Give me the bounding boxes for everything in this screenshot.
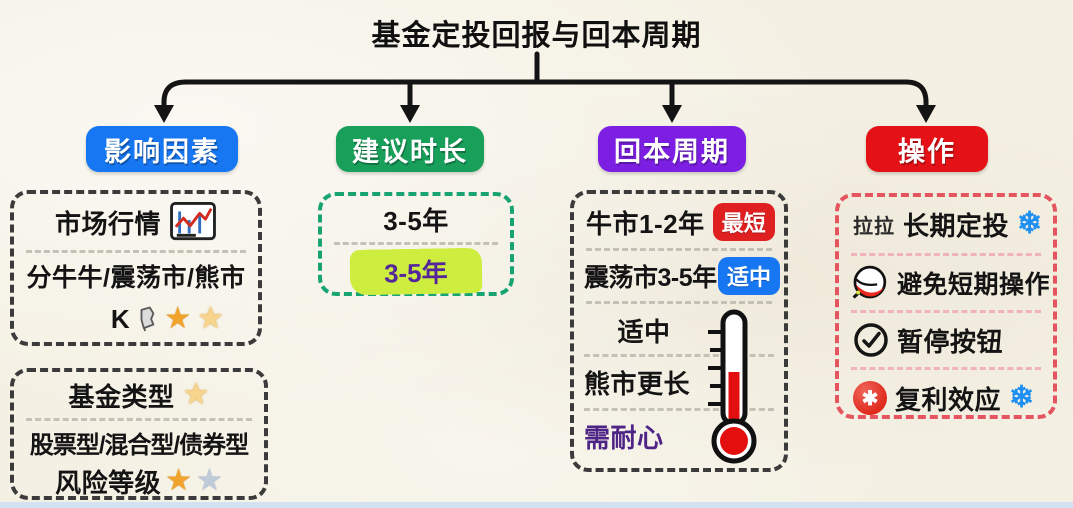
moderate-label: 适中 [617,317,671,347]
star-icon: ★ [165,464,192,497]
market-row: 市场行情 [14,196,258,248]
check-circle-icon [854,323,888,357]
kline-hand-icon [140,306,155,332]
star-icon: ★ [164,302,192,335]
action-pause-row: 暂停按钮 [839,315,1053,365]
payback-bull-row: 牛市1-2年 最短 [574,198,784,246]
branch-header-factors-label: 影响因素 [104,136,220,167]
bear-row: 熊市更长 [584,364,724,401]
asterisk-glyph: ✱ [861,387,879,410]
duration-plain-value: 3-5年 [383,205,449,236]
moderate-badge: 适中 [717,257,780,295]
market-types-label: 分牛牛/震荡市/熊市 [26,264,246,292]
bull-label: 牛市1-2年 [586,208,705,239]
star-icon: ★ [196,464,223,497]
arrow-down-icon [400,105,420,123]
bottom-edge-strip [0,502,1073,508]
divider [584,408,774,411]
thermometer-icon [708,309,757,464]
snowflake-icon: ❄ [1009,381,1035,414]
divider [851,253,1041,256]
patience-row: 需耐心 [584,418,724,455]
duration-plain-row: 3-5年 [322,198,510,240]
branch-header-payback: 回本周期 [598,126,746,172]
tree-connector-lines [154,51,936,123]
payback-sideways-row: 震荡市3-5年 适中 [574,253,784,299]
payback-box: 牛市1-2年 最短 震荡市3-5年 适中 适中 熊市更长 需耐心 [570,190,788,472]
sideways-label: 震荡市3-5年 [584,264,717,292]
divider [851,367,1041,370]
divider [26,418,252,421]
fund-types-row: 股票型/混合型/债券型 [14,423,264,461]
duration-highlight-row: 3-5年 [322,247,510,295]
action-avoid-row: 避免短期操作 [839,258,1053,308]
actions-box: 拉拉 长期定投 ❄ 避免短期操作 暂停按钮 ✱ 复利效应 ❄ [835,193,1057,419]
star-icon: ★ [197,302,224,335]
arrow-down-icon [662,105,682,123]
divider [26,250,246,253]
branch-header-factors: 影响因素 [86,126,238,172]
divider [851,310,1041,313]
branch-header-payback-label: 回本周期 [614,136,730,167]
branch-header-duration-label: 建议时长 [352,136,468,167]
moderate-row: 适中 [574,312,714,349]
action-longterm-row: 拉拉 长期定投 ❄ [839,197,1053,251]
avoid-label: 避免短期操作 [897,271,1051,299]
compound-label: 复利效应 [895,384,1002,415]
longterm-label: 长期定投 [903,210,1010,241]
kline-label: K [110,303,131,334]
divider [586,301,772,304]
fund-type-row: 基金类型 ★ [14,374,264,416]
divider [586,248,772,251]
risk-row: 风险等级 ★ ★ [14,461,264,501]
shortest-badge: 最短 [712,203,775,241]
longterm-prefix: 拉拉 [853,215,895,238]
helmet-icon [852,265,887,299]
action-compound-row: ✱ 复利效应 ❄ [839,372,1053,424]
branch-header-duration: 建议时长 [336,126,484,172]
star-icon: ★ [182,378,210,411]
market-label: 市场行情 [54,208,161,239]
arrow-down-icon [154,105,174,123]
bear-label: 熊市更长 [584,369,691,399]
kline-row: K ★ ★ [14,297,258,341]
branch-header-actions-label: 操作 [898,136,956,167]
fund-types-label: 股票型/混合型/债券型 [29,431,249,459]
branch-header-actions: 操作 [866,126,988,172]
risk-label: 风险等级 [55,467,162,498]
pause-label: 暂停按钮 [897,326,1004,357]
duration-highlight-value: 3-5年 [353,247,479,295]
patience-label: 需耐心 [584,423,664,453]
factors-fundtype-box: 基金类型 ★ 股票型/混合型/债券型 风险等级 ★ ★ [10,368,268,500]
snowflake-icon: ❄ [1017,207,1043,240]
duration-box: 3-5年 3-5年 [318,192,514,296]
arrow-down-icon [916,105,936,123]
stock-chart-icon [170,201,216,241]
fund-type-label: 基金类型 [68,381,175,412]
divider [584,354,774,357]
page-title: 基金定投回报与回本周期 [371,20,702,52]
asterisk-circle-icon: ✱ [853,381,887,415]
market-types-row: 分牛牛/震荡市/熊市 [14,255,258,297]
divider [334,242,498,245]
factors-market-box: 市场行情 分牛牛/震荡市/熊市 K ★ ★ [10,190,262,346]
payback-thermo-section: 适中 熊市更长 需耐心 [574,306,784,470]
